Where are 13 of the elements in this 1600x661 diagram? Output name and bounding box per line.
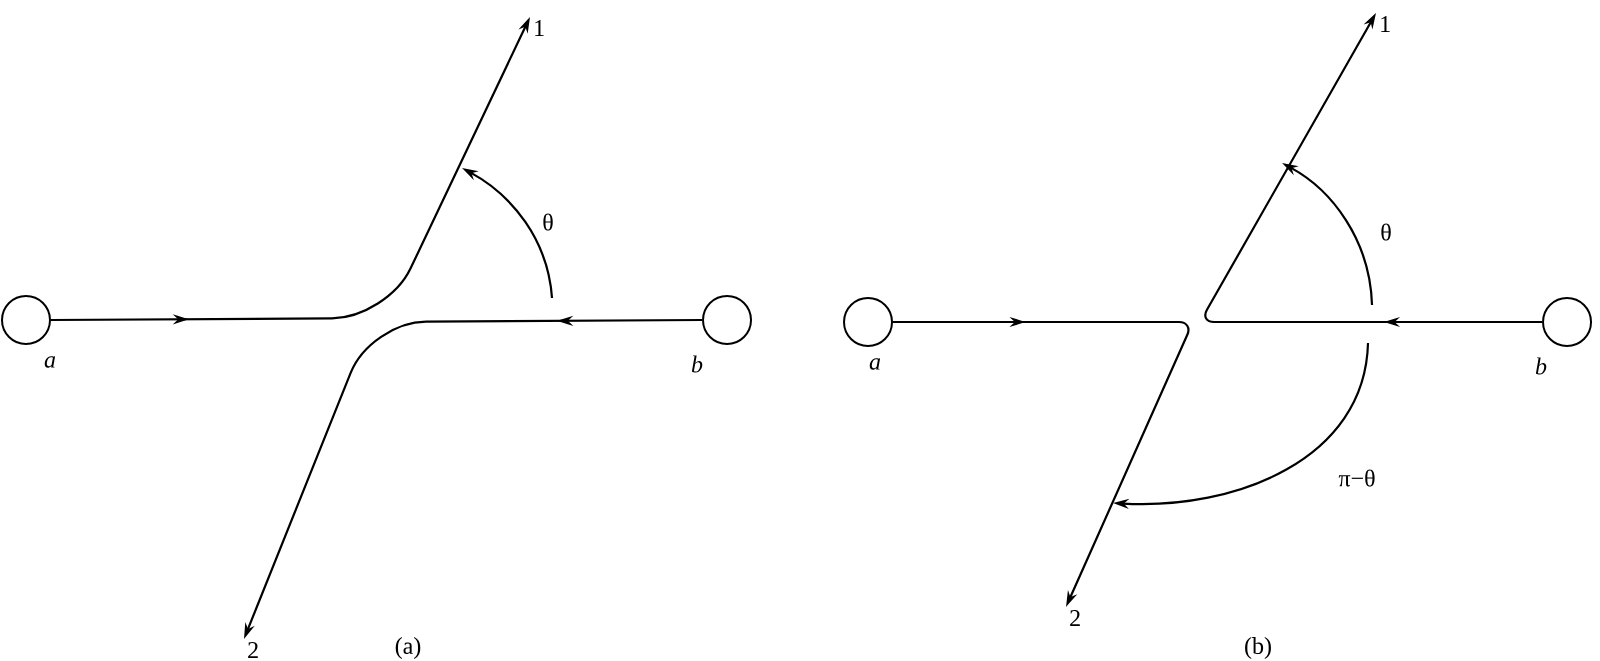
end-label: 1 (1381, 16, 1390, 32)
node-label: b (1535, 357, 1547, 375)
angle-label: θ (543, 213, 553, 231)
panel-caption: (a) (395, 637, 421, 659)
end-label: 2 (1070, 610, 1080, 626)
angle-label: θ (1381, 223, 1391, 241)
angle-label: π−θ (1338, 469, 1375, 487)
end-label: 2 (248, 642, 258, 658)
panel-caption: (b) (1245, 637, 1271, 659)
end-label: 1 (535, 20, 544, 36)
node-label: a (44, 356, 56, 368)
node-label: a (869, 358, 881, 370)
node-label: b (691, 355, 703, 373)
